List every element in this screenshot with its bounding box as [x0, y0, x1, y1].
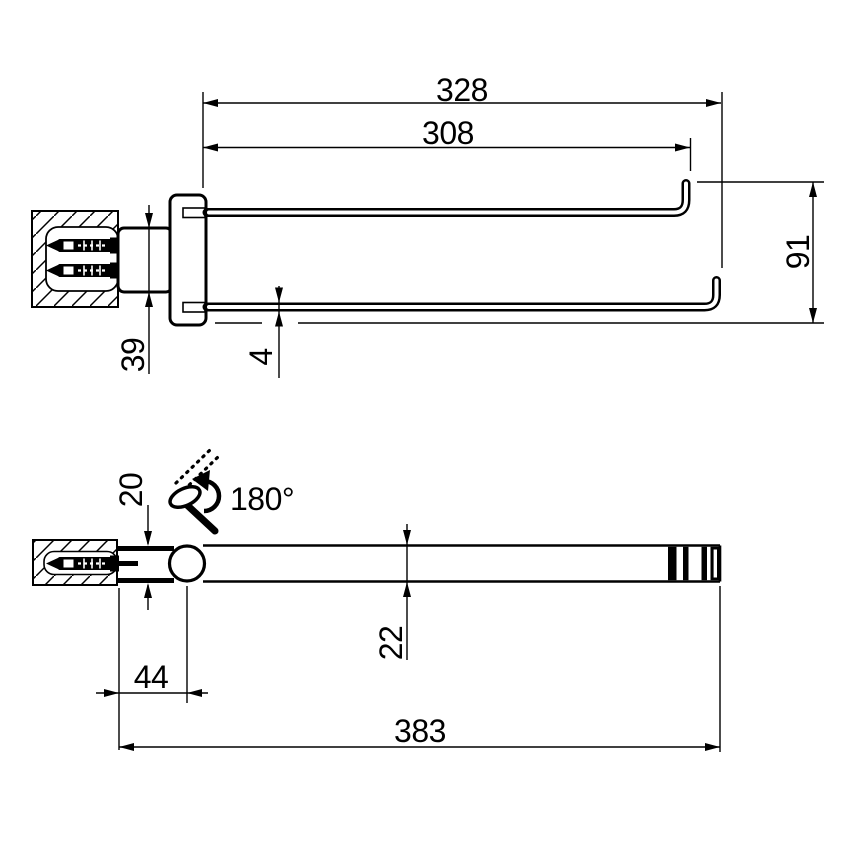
- arrowhead: [275, 311, 283, 327]
- rotation-arrowhead: [192, 470, 210, 491]
- arrowhead: [403, 530, 411, 545]
- swivel-pictogram: [168, 447, 222, 535]
- dim-label-overall-reach: 328: [436, 72, 488, 108]
- arm-seam: [182, 207, 206, 219]
- bottom-view-plan: 20 180° 22 44 383: [32, 447, 722, 752]
- arrowhead: [203, 143, 218, 152]
- swivel-angle-label: 180°: [230, 481, 294, 517]
- arrowheads: [145, 99, 817, 327]
- arrowheads: [104, 530, 720, 751]
- dim-label-arms-span: 91: [780, 235, 816, 270]
- arrowhead: [706, 99, 721, 107]
- arrowhead: [675, 143, 690, 152]
- dim-label-rosette-height: 39: [115, 338, 151, 373]
- arrowhead: [275, 287, 283, 303]
- dim-label-neck-width: 20: [113, 473, 149, 508]
- pictogram-arm: [183, 501, 219, 535]
- arrowhead: [144, 583, 152, 598]
- rotated-position-dotted-line: [182, 454, 221, 492]
- arrowhead: [809, 308, 817, 323]
- pivot-joint: [167, 544, 207, 583]
- bar-end-cap: [668, 546, 720, 581]
- arrowhead: [705, 743, 720, 751]
- arrowhead: [104, 689, 119, 697]
- arrowhead: [187, 689, 202, 697]
- rotation-arrow-icon: [203, 478, 222, 514]
- arrowhead: [403, 582, 411, 597]
- mount-cylinder: [116, 226, 174, 294]
- dim-label-arm-thickness: 4: [243, 348, 279, 365]
- upper-arm-core: [207, 181, 688, 215]
- screw-shaft: [117, 561, 138, 566]
- dim-label-inner-arm-reach: 308: [422, 115, 474, 151]
- arrowhead: [119, 743, 134, 751]
- dim-label-bar-width: 22: [373, 626, 409, 661]
- top-view-dimensions: [148, 92, 824, 378]
- top-view-side-elevation: 328 308 91 39 4: [31, 72, 824, 378]
- pictogram-pivot: [168, 484, 202, 510]
- arrowhead: [144, 531, 152, 546]
- arrowhead: [145, 292, 153, 307]
- anchor-plug-icon: [45, 226, 119, 292]
- arm-seam: [182, 301, 206, 313]
- rotated-position-dotted-line: [174, 447, 213, 485]
- arrowhead: [203, 99, 218, 107]
- wall-plate: [168, 193, 208, 327]
- dim-label-pivot-offset: 44: [134, 659, 169, 695]
- lower-arm-core: [207, 278, 719, 309]
- arrowhead: [145, 213, 153, 228]
- arrowhead: [809, 182, 817, 197]
- dim-label-overall-length: 383: [394, 713, 446, 749]
